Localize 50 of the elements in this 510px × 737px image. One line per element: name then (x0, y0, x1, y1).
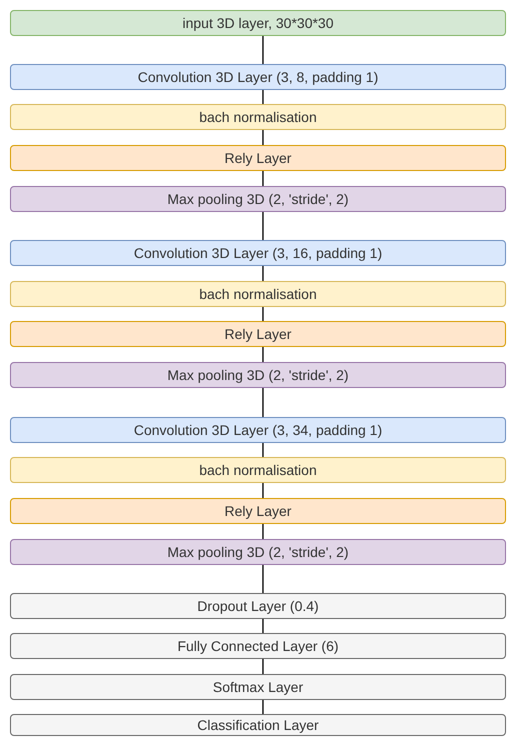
layer-box (10, 498, 506, 524)
connector-line (262, 347, 264, 362)
layer-label: Rely Layer (224, 326, 292, 342)
layer-label: Convolution 3D Layer (3, 16, padding 1) (134, 245, 382, 261)
connector-line (262, 565, 264, 593)
layer-label: Max pooling 3D (2, 'stride', 2) (167, 544, 349, 560)
layer-box (10, 593, 506, 619)
connector-line (262, 619, 264, 633)
layer-label: Rely Layer (224, 503, 292, 519)
layer-box (10, 674, 506, 700)
connector-line (262, 700, 264, 714)
layer-label: Max pooling 3D (2, 'stride', 2) (167, 191, 349, 207)
layer-box (10, 714, 506, 736)
layer-label: Dropout Layer (0.4) (197, 598, 319, 614)
layer-label: input 3D layer, 30*30*30 (182, 15, 334, 31)
layer-label: Convolution 3D Layer (3, 34, padding 1) (134, 422, 382, 438)
connector-line (262, 388, 264, 417)
connector-line (262, 212, 264, 240)
layer-box (10, 417, 506, 443)
layer-box (10, 321, 506, 347)
layer-box (10, 64, 506, 90)
layer-box (10, 633, 506, 659)
connector-line (262, 524, 264, 539)
layer-box (10, 10, 506, 36)
connector-line (262, 659, 264, 674)
layer-box (10, 145, 506, 171)
layer-label: Classification Layer (197, 717, 319, 733)
layer-label: bach normalisation (199, 109, 317, 125)
layer-label: Max pooling 3D (2, 'stride', 2) (167, 367, 349, 383)
layer-label: Rely Layer (224, 150, 292, 166)
connector-line (262, 171, 264, 186)
connector-line (262, 483, 264, 498)
layer-label: Softmax Layer (212, 679, 304, 695)
layer-box (10, 362, 506, 388)
connector-line (262, 130, 264, 145)
layer-box (10, 539, 506, 565)
connector-line (262, 307, 264, 321)
layer-box (10, 186, 506, 212)
layer-label: bach normalisation (199, 462, 317, 478)
layer-box (10, 457, 506, 483)
layer-box (10, 104, 506, 130)
connector-line (262, 266, 264, 281)
layer-box (10, 240, 506, 266)
layer-label: bach normalisation (199, 286, 317, 302)
connector-line (262, 443, 264, 457)
connector-line (262, 36, 264, 64)
connector-line (262, 90, 264, 104)
layer-label: Convolution 3D Layer (3, 8, padding 1) (138, 69, 378, 85)
layer-label: Fully Connected Layer (6) (177, 638, 339, 654)
layer-box (10, 281, 506, 307)
